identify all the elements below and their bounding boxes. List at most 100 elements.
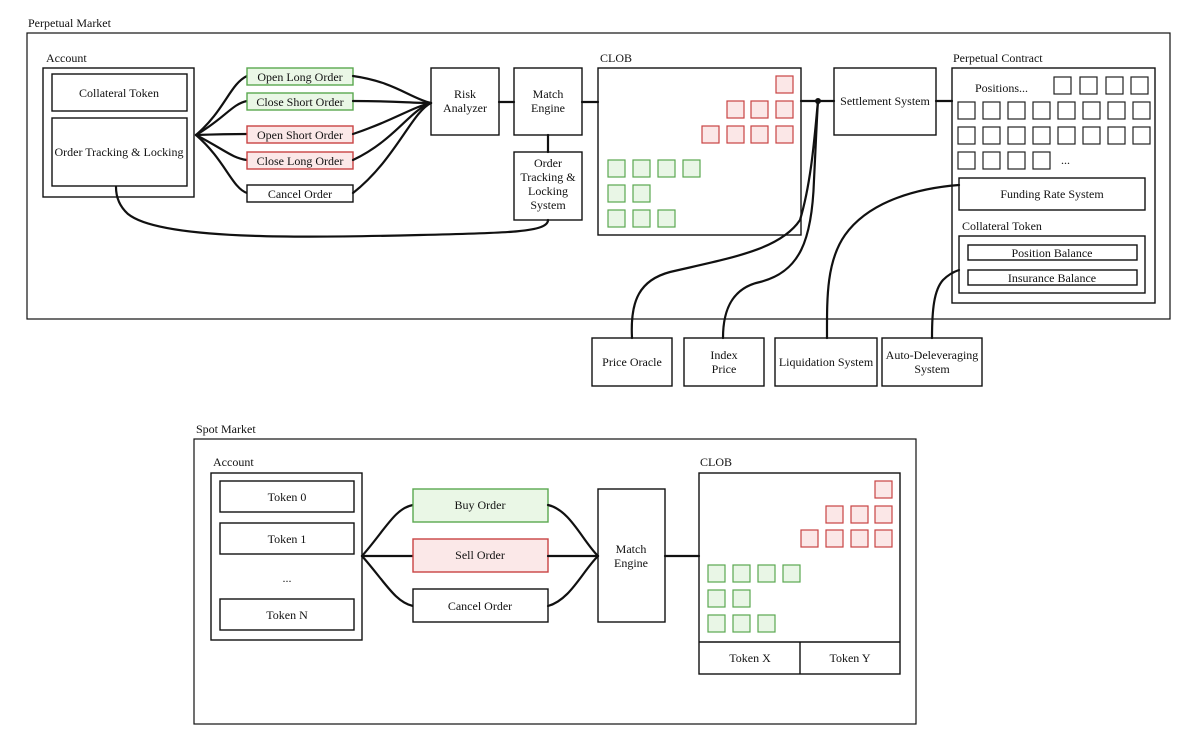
token-1-label: Token 1 (268, 532, 307, 546)
index-price-box (683, 337, 765, 387)
collateral-token-label: Collateral Token (79, 86, 159, 100)
position-slot (982, 151, 1001, 170)
spot-ask-order (850, 529, 869, 548)
token-y-label: Token Y (829, 651, 870, 665)
risk-analyzer-label-1: Risk (454, 87, 476, 101)
spot-ask-order (825, 505, 844, 524)
funding-rate-system-label: Funding Rate System (1000, 187, 1104, 201)
spot-order-match-wires (546, 503, 600, 608)
spot-ask-order (850, 505, 869, 524)
perp-bid-order (682, 159, 701, 178)
token-n-label: Token N (266, 608, 308, 622)
spot-clob-title: CLOB (700, 455, 732, 469)
contract-collateral-token-title: Collateral Token (962, 219, 1042, 233)
spot-match-engine-label-2: Engine (614, 556, 648, 570)
liquidation-system-box (774, 337, 878, 387)
perp-clob-box (597, 67, 802, 236)
position-slot (1107, 126, 1126, 145)
perp-bid-order (607, 184, 626, 203)
spot-bid-order (732, 564, 751, 583)
position-slot (1079, 76, 1098, 95)
close-long-order-label: Close Long Order (257, 154, 344, 168)
token-x-label: Token X (729, 651, 771, 665)
perp-ask-order (775, 75, 794, 94)
position-slot (1132, 126, 1151, 145)
spot-bid-order (707, 564, 726, 583)
token-0-box (219, 480, 355, 513)
perp-account-order-wires (194, 74, 249, 195)
index-price-label-2: Price (712, 362, 737, 376)
spot-match-engine-label-1: Match (616, 542, 647, 556)
token-0-label: Token 0 (268, 490, 307, 504)
perp-ask-order (775, 100, 794, 119)
perp-order-risk-wires (351, 74, 433, 195)
perp-bid-order (632, 159, 651, 178)
perp-clob-ask-orders (701, 75, 794, 144)
spot-bid-order (757, 614, 776, 633)
sell-order-label: Sell Order (455, 548, 505, 562)
funding-rate-system-box (958, 177, 1146, 211)
position-slot (1132, 101, 1151, 120)
order-tracking-system-label-2: Tracking & (520, 170, 576, 184)
insurance-balance-label: Insurance Balance (1008, 271, 1096, 285)
perpetual-market-frame (26, 32, 1171, 320)
tokens-ellipsis: ... (283, 571, 292, 585)
spot-ask-order (874, 529, 893, 548)
spot-clob-bid-orders (707, 564, 801, 633)
price-oracle-label: Price Oracle (602, 355, 662, 369)
position-slot (1032, 126, 1051, 145)
spot-bid-order (757, 564, 776, 583)
position-slot (1007, 151, 1026, 170)
perp-bid-order (632, 184, 651, 203)
sell-order-button[interactable] (412, 538, 549, 573)
position-slot (957, 101, 976, 120)
cancel-order-label: Cancel Order (268, 187, 332, 201)
position-balance-box (967, 244, 1138, 261)
index-price-label-1: Index (710, 348, 737, 362)
position-slot (1130, 76, 1149, 95)
perp-ask-order (726, 100, 745, 119)
perp-clob-bid-orders (607, 159, 701, 228)
perp-ask-order (701, 125, 720, 144)
tracking-account-return-wire (114, 185, 550, 238)
order-tracking-system-label-1: Order (534, 156, 562, 170)
order-tracking-system-label-3: Locking (528, 184, 568, 198)
order-tracking-label: Order Tracking & Locking (55, 145, 184, 159)
contract-collateral-token-box (958, 235, 1146, 294)
perp-bid-order (657, 159, 676, 178)
auto-deleveraging-box (881, 337, 983, 387)
collateral-token-box (51, 73, 188, 112)
position-slot (1007, 101, 1026, 120)
token-1-box (219, 522, 355, 555)
position-slot (1057, 126, 1076, 145)
perpetual-market-title: Perpetual Market (28, 16, 112, 30)
spot-account-order-wires (360, 503, 415, 608)
open-short-order-label: Open Short Order (257, 128, 343, 142)
buy-order-button[interactable] (412, 488, 549, 523)
token-n-box (219, 598, 355, 631)
perp-bid-order (607, 159, 626, 178)
spot-account-title: Account (213, 455, 254, 469)
risk-analyzer-label-2: Analyzer (443, 101, 487, 115)
perp-account-box (42, 67, 195, 198)
perp-match-engine-label-2: Engine (531, 101, 565, 115)
position-slot (1082, 126, 1101, 145)
spot-clob-ask-orders (800, 480, 893, 548)
spot-cancel-order-button[interactable] (412, 588, 549, 623)
spot-ask-order (800, 529, 819, 548)
position-slot (1032, 101, 1051, 120)
perp-bid-order (657, 209, 676, 228)
position-slot (1105, 76, 1124, 95)
position-slot (957, 126, 976, 145)
perp-ask-order (775, 125, 794, 144)
spot-bid-order (707, 589, 726, 608)
position-slot (982, 101, 1001, 120)
price-oracle-box (591, 337, 673, 387)
positions-ellipsis: ... (1061, 153, 1070, 167)
position-slot (1032, 151, 1051, 170)
positions-label: Positions... (975, 81, 1028, 95)
settlement-system-label: Settlement System (840, 94, 930, 108)
perp-match-engine-label-1: Match (533, 87, 564, 101)
insurance-balance-box (967, 269, 1138, 286)
